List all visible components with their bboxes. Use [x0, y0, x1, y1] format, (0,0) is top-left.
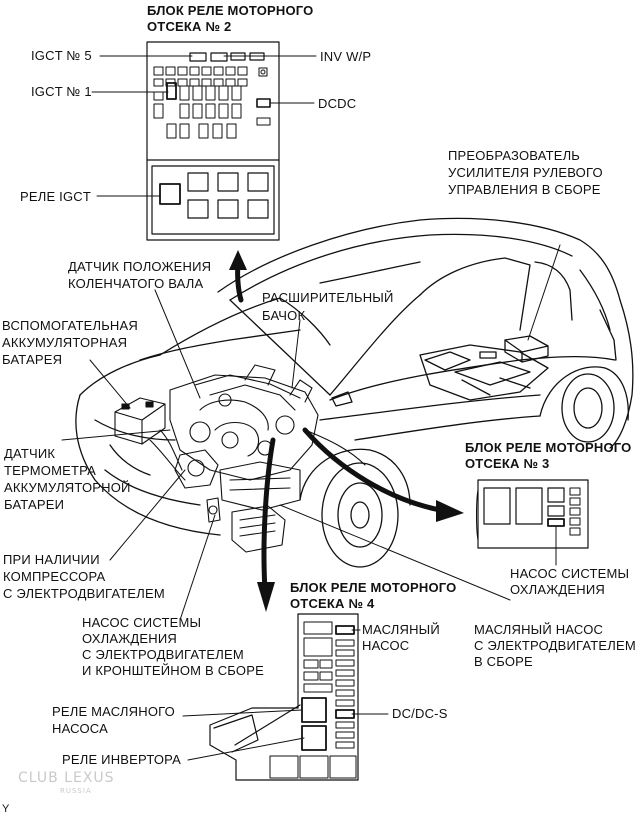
leader-lines-car	[61, 289, 511, 621]
car-outline	[75, 217, 634, 568]
label-oil-pump: МАСЛЯНЫЙ НАСОС	[362, 622, 440, 653]
watermark-sub: RUSSIA	[60, 787, 92, 795]
relay-block-4-title: БЛОК РЕЛЕ МОТОРНОГО ОТСЕКА № 4	[290, 580, 457, 611]
label-inverter-relay: РЕЛЕ ИНВЕРТОРА	[62, 752, 182, 767]
label-power-steering: ПРЕОБРАЗОВАТЕЛЬ УСИЛИТЕЛЯ РУЛЕВОГО УПРАВ…	[448, 148, 603, 197]
label-compressor: ПРИ НАЛИЧИИ КОМПРЕССОРА С ЭЛЕКТРОДВИГАТЕ…	[3, 552, 165, 601]
label-oil-pump-motor: МАСЛЯНЫЙ НАСОС С ЭЛЕКТРОДВИГАТЕЛЕМ В СБО…	[474, 622, 636, 669]
location-arrows	[229, 250, 464, 612]
relay-block-3-title: БЛОК РЕЛЕ МОТОРНОГО ОТСЕКА № 3	[465, 440, 632, 471]
label-expansion-tank: РАСШИРИТЕЛЬНЫЙ БАЧОК	[262, 290, 394, 323]
label-cooling-pump-block3: НАСОС СИСТЕМЫ ОХЛАЖДЕНИЯ	[510, 566, 630, 597]
label-igct5: IGCT № 5	[31, 48, 92, 63]
label-battery-temp: ДАТЧИК ТЕРМОМЕТРА АККУМУЛЯТОРНОЙ БАТАРЕИ	[4, 446, 131, 512]
watermark-logo: CLUB LEXUS	[18, 770, 115, 786]
corner-mark: Y	[2, 803, 10, 815]
label-oil-pump-relay: РЕЛЕ МАСЛЯНОГО НАСОСА	[52, 704, 175, 736]
label-cooling-pump-assy: НАСОС СИСТЕМЫ ОХЛАЖДЕНИЯ С ЭЛЕКТРОДВИГАТ…	[82, 615, 264, 678]
label-crank-sensor: ДАТЧИК ПОЛОЖЕНИЯ КОЛЕНЧАТОГО ВАЛА	[68, 259, 212, 291]
label-igct1: IGCT № 1	[31, 84, 92, 99]
label-dcdc: DCDC	[318, 96, 357, 111]
label-inv-wp: INV W/P	[320, 49, 372, 64]
relay-block-2	[91, 41, 317, 241]
engine-bay	[114, 364, 366, 553]
label-dcdc-s: DC/DC-S	[392, 706, 448, 721]
relay-block-4	[182, 613, 389, 781]
label-igct-relay: РЕЛЕ IGCT	[20, 189, 92, 204]
label-aux-battery: ВСПОМОГАТЕЛЬНАЯ АККУМУЛЯТОРНАЯ БАТАРЕЯ	[2, 318, 138, 367]
relay-block-2-title: БЛОК РЕЛЕ МОТОРНОГО ОТСЕКА № 2	[147, 3, 314, 34]
relay-block-3	[476, 479, 589, 566]
